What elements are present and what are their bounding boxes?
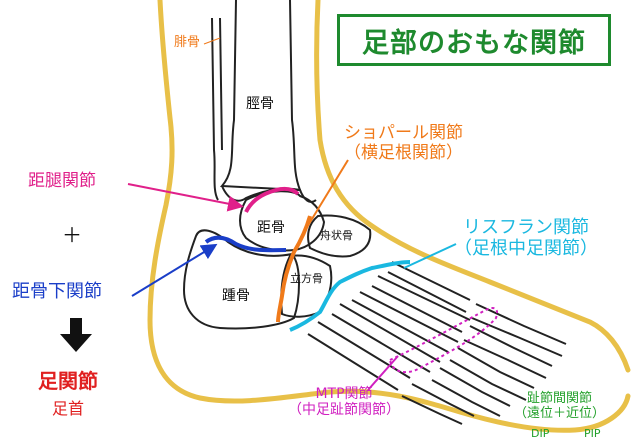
chopart-line (276, 215, 312, 323)
phalanges (401, 303, 567, 425)
mtp-line1: MTP関節 (315, 386, 373, 402)
ankle-joint-label: 足関節 (38, 369, 98, 393)
dip-label: DIP (531, 427, 550, 440)
pip-label: PIP (584, 427, 601, 440)
ip-line2: （遠位＋近位） (514, 405, 606, 421)
subtalar-arrow (131, 243, 218, 297)
talocrural-arrow (127, 183, 244, 212)
calcaneus-bone (182, 229, 300, 330)
fibula-label: 腓骨 (174, 35, 201, 50)
ip-label: 趾節間関節 （遠位＋近位） (514, 391, 606, 422)
fibula-leader (203, 37, 221, 45)
down-arrow-icon (60, 318, 92, 352)
lisfranc-line (289, 260, 411, 332)
talus-bone (239, 190, 326, 252)
cuboid-label: 立方骨 (290, 272, 323, 285)
mtp-label: MTP関節 （中足趾節関節） (288, 386, 400, 418)
talocrural-label: 距腿関節 (28, 171, 96, 191)
mtp-line (388, 307, 498, 374)
talocrural-line (244, 186, 300, 213)
tibia-bone (219, 0, 302, 192)
lisfranc-label: リスフラン関節 （足根中足関節） (454, 217, 598, 259)
fibula-bone (211, 17, 223, 201)
skin-outline (147, 0, 631, 433)
chopart-line2: （横足根関節） (344, 142, 463, 163)
lisfranc-line2: （足根中足関節） (454, 237, 598, 259)
page-title: 足部のおもな関節 (362, 27, 586, 59)
subtalar-label: 距骨下関節 (12, 281, 102, 302)
calcaneus-label: 踵骨 (222, 288, 250, 304)
mtp-leader (367, 355, 399, 391)
chopart-leader (303, 159, 349, 233)
lisfranc-leader (403, 243, 457, 269)
ankle-label: 足首 (52, 399, 85, 418)
navicular-bone (307, 214, 372, 258)
navicular-label: 舟状骨 (320, 229, 353, 242)
lisfranc-line1: リスフラン関節 (463, 217, 589, 238)
skin-outline-top (314, 0, 631, 373)
tibia-label: 脛骨 (246, 96, 274, 112)
ip-line1: 趾節間関節 (527, 391, 593, 406)
talus-label: 距骨 (257, 220, 285, 236)
mtp-line2: （中足趾節関節） (288, 402, 400, 419)
chopart-label: ショパール関節 （横足根関節） (344, 123, 463, 163)
subtalar-line (204, 235, 287, 253)
plus-sign: ＋ (62, 223, 82, 247)
title-box: 足部のおもな関節 (337, 14, 611, 66)
chopart-line1: ショパール関節 (344, 123, 463, 143)
